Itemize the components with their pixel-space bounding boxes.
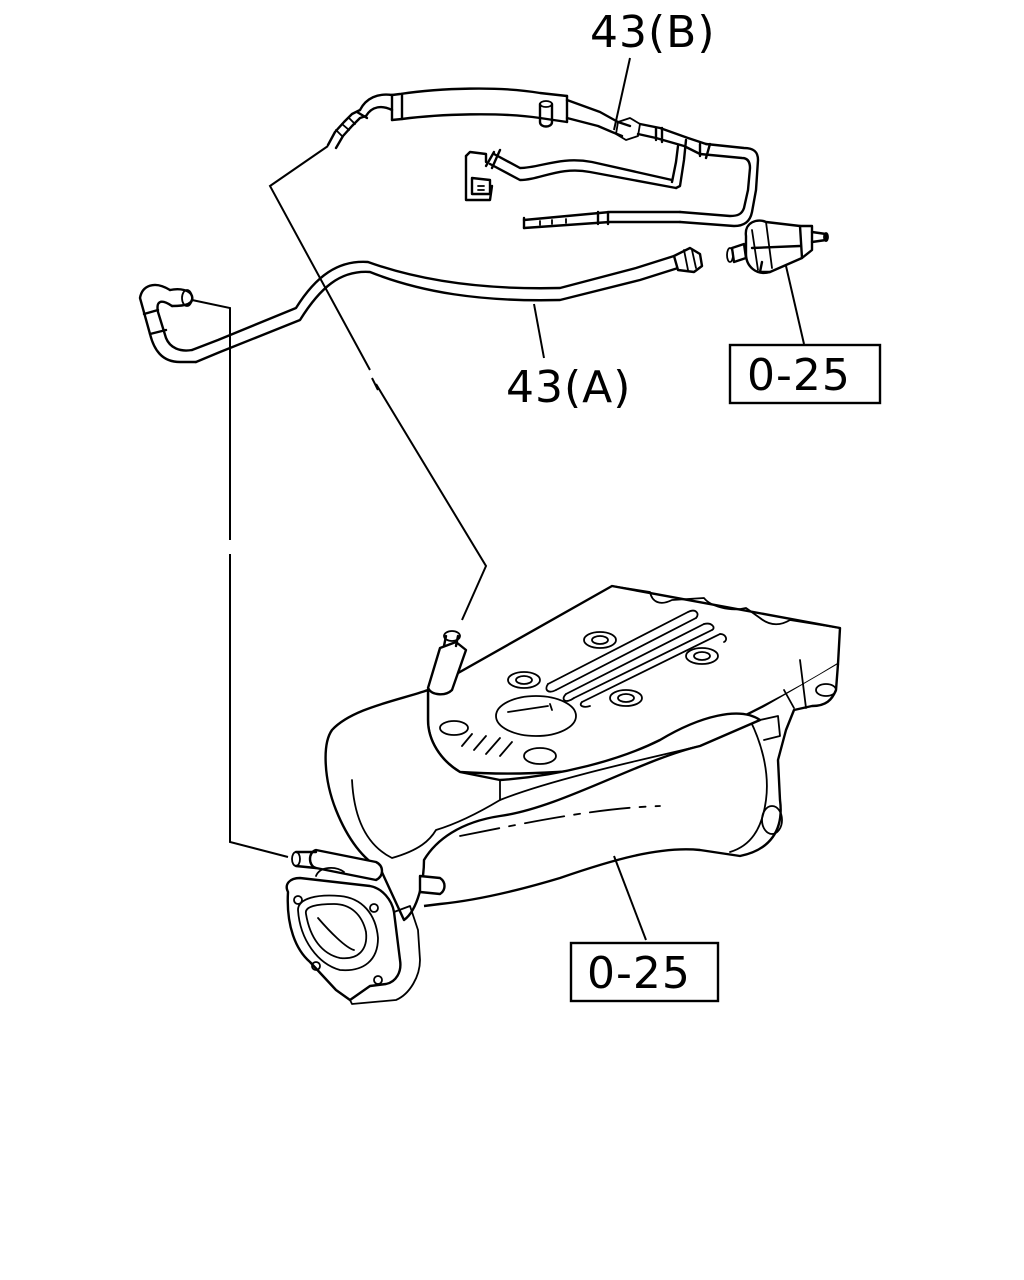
ref-box-valve[interactable] bbox=[728, 343, 882, 405]
callout-valve-ref[interactable]: 0-25 bbox=[728, 265, 882, 405]
callout-43a: 43(A) bbox=[506, 303, 631, 413]
vacuum-hose-a[interactable] bbox=[138, 246, 704, 364]
callout-43b-label: 43(B) bbox=[590, 7, 716, 58]
callout-43b: 43(B) bbox=[590, 7, 716, 131]
ref-box-manifold[interactable] bbox=[569, 941, 720, 1003]
vacuum-hose-b[interactable] bbox=[326, 87, 760, 230]
ref-box-valve-label: 0-25 bbox=[747, 350, 851, 401]
callout-43a-label: 43(A) bbox=[506, 362, 631, 413]
vacuum-valve[interactable] bbox=[726, 219, 829, 275]
callout-manifold-ref[interactable]: 0-25 bbox=[569, 855, 720, 1003]
assembly-leader-lines bbox=[191, 145, 488, 858]
ref-box-manifold-label: 0-25 bbox=[587, 948, 691, 999]
intake-manifold[interactable] bbox=[285, 584, 842, 1005]
